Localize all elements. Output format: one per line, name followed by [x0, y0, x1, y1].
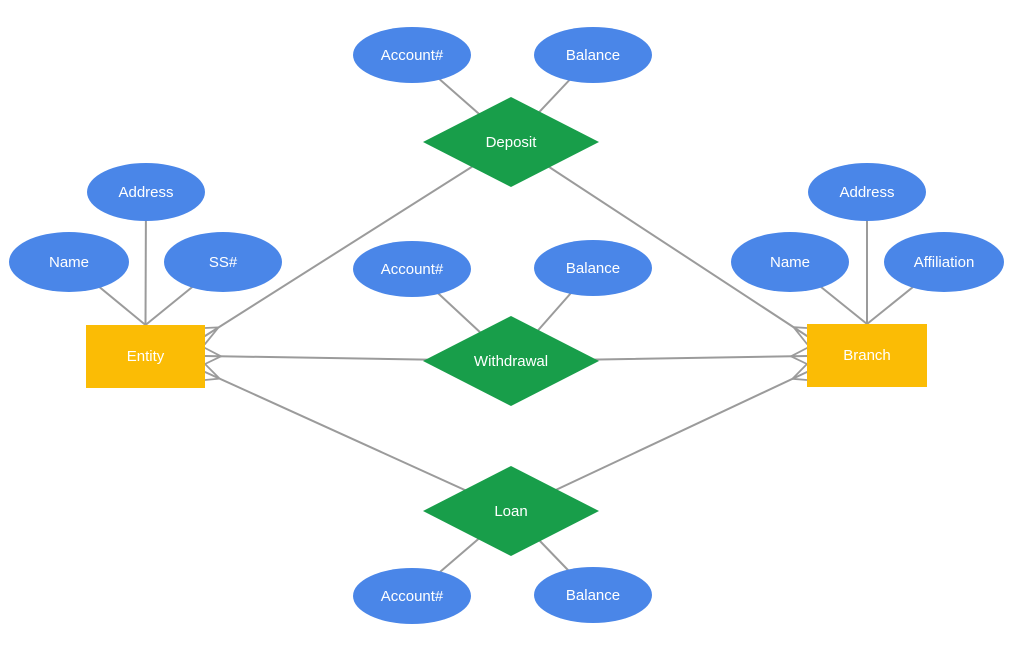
- loan-account-ellipse: [353, 568, 471, 624]
- deposit-balance-label: Balance: [566, 47, 620, 64]
- node-withdrawal-balance[interactable]: Balance: [534, 240, 652, 296]
- loan-balance-ellipse: [534, 567, 652, 623]
- entity-rectangle: [86, 325, 205, 388]
- loan-diamond: [423, 466, 599, 556]
- deposit-diamond: [423, 97, 599, 187]
- withdrawal-balance-label: Balance: [566, 260, 620, 277]
- crows-foot-entity-deposit: [204, 326, 220, 345]
- node-entity[interactable]: Entity: [86, 325, 205, 388]
- entity-label: Entity: [127, 348, 165, 365]
- node-loan-balance[interactable]: Balance: [534, 567, 652, 623]
- node-loan[interactable]: Loan: [423, 466, 599, 556]
- edge-entity-deposit: [204, 141, 512, 337]
- node-loan-account[interactable]: Account#: [353, 568, 471, 624]
- crows-foot-entity-loan: [204, 363, 221, 381]
- node-branch-address[interactable]: Address: [808, 163, 926, 221]
- node-deposit-balance[interactable]: Balance: [534, 27, 652, 83]
- withdrawal-diamond: [423, 316, 599, 406]
- withdrawal-account-ellipse: [353, 241, 471, 297]
- deposit-label: Deposit: [486, 134, 538, 151]
- crows-foot-entity-withdrawal: [204, 347, 222, 365]
- node-deposit-account[interactable]: Account#: [353, 27, 471, 83]
- deposit-balance-ellipse: [534, 27, 652, 83]
- branch-name-ellipse: [731, 232, 849, 292]
- node-entity-address[interactable]: Address: [87, 163, 205, 221]
- edge-branch-deposit: [510, 141, 808, 337]
- crows-foot-branch-withdrawal: [790, 347, 808, 365]
- deposit-account-ellipse: [353, 27, 471, 83]
- loan-account-label: Account#: [381, 588, 444, 605]
- crows-foot-branch-deposit: [792, 326, 808, 345]
- entity-ss-label: SS#: [209, 254, 238, 271]
- node-withdrawal-account[interactable]: Account#: [353, 241, 471, 297]
- branch-affiliation-ellipse: [884, 232, 1004, 292]
- entity-address-ellipse: [87, 163, 205, 221]
- branch-rectangle: [807, 324, 927, 387]
- node-branch-affiliation[interactable]: Affiliation: [884, 232, 1004, 292]
- node-deposit[interactable]: Deposit: [423, 97, 599, 187]
- node-branch-name[interactable]: Name: [731, 232, 849, 292]
- withdrawal-balance-ellipse: [534, 240, 652, 296]
- crows-foot-branch-loan: [791, 363, 808, 381]
- branch-label: Branch: [843, 347, 891, 364]
- loan-label: Loan: [494, 503, 527, 520]
- edge-entity-loan: [204, 371, 512, 512]
- entity-name-label: Name: [49, 254, 89, 271]
- branch-name-label: Name: [770, 254, 810, 271]
- edge-branch-loan: [510, 371, 808, 512]
- entity-name-ellipse: [9, 232, 129, 292]
- entity-address-label: Address: [118, 184, 173, 201]
- deposit-account-label: Account#: [381, 47, 444, 64]
- loan-balance-label: Balance: [566, 587, 620, 604]
- branch-address-label: Address: [839, 184, 894, 201]
- branch-address-ellipse: [808, 163, 926, 221]
- withdrawal-account-label: Account#: [381, 261, 444, 278]
- node-branch[interactable]: Branch: [807, 324, 927, 387]
- node-entity-ss[interactable]: SS#: [164, 232, 282, 292]
- entity-ss-ellipse: [164, 232, 282, 292]
- withdrawal-label: Withdrawal: [474, 353, 548, 370]
- node-entity-name[interactable]: Name: [9, 232, 129, 292]
- branch-affiliation-label: Affiliation: [914, 254, 975, 271]
- node-withdrawal[interactable]: Withdrawal: [423, 316, 599, 406]
